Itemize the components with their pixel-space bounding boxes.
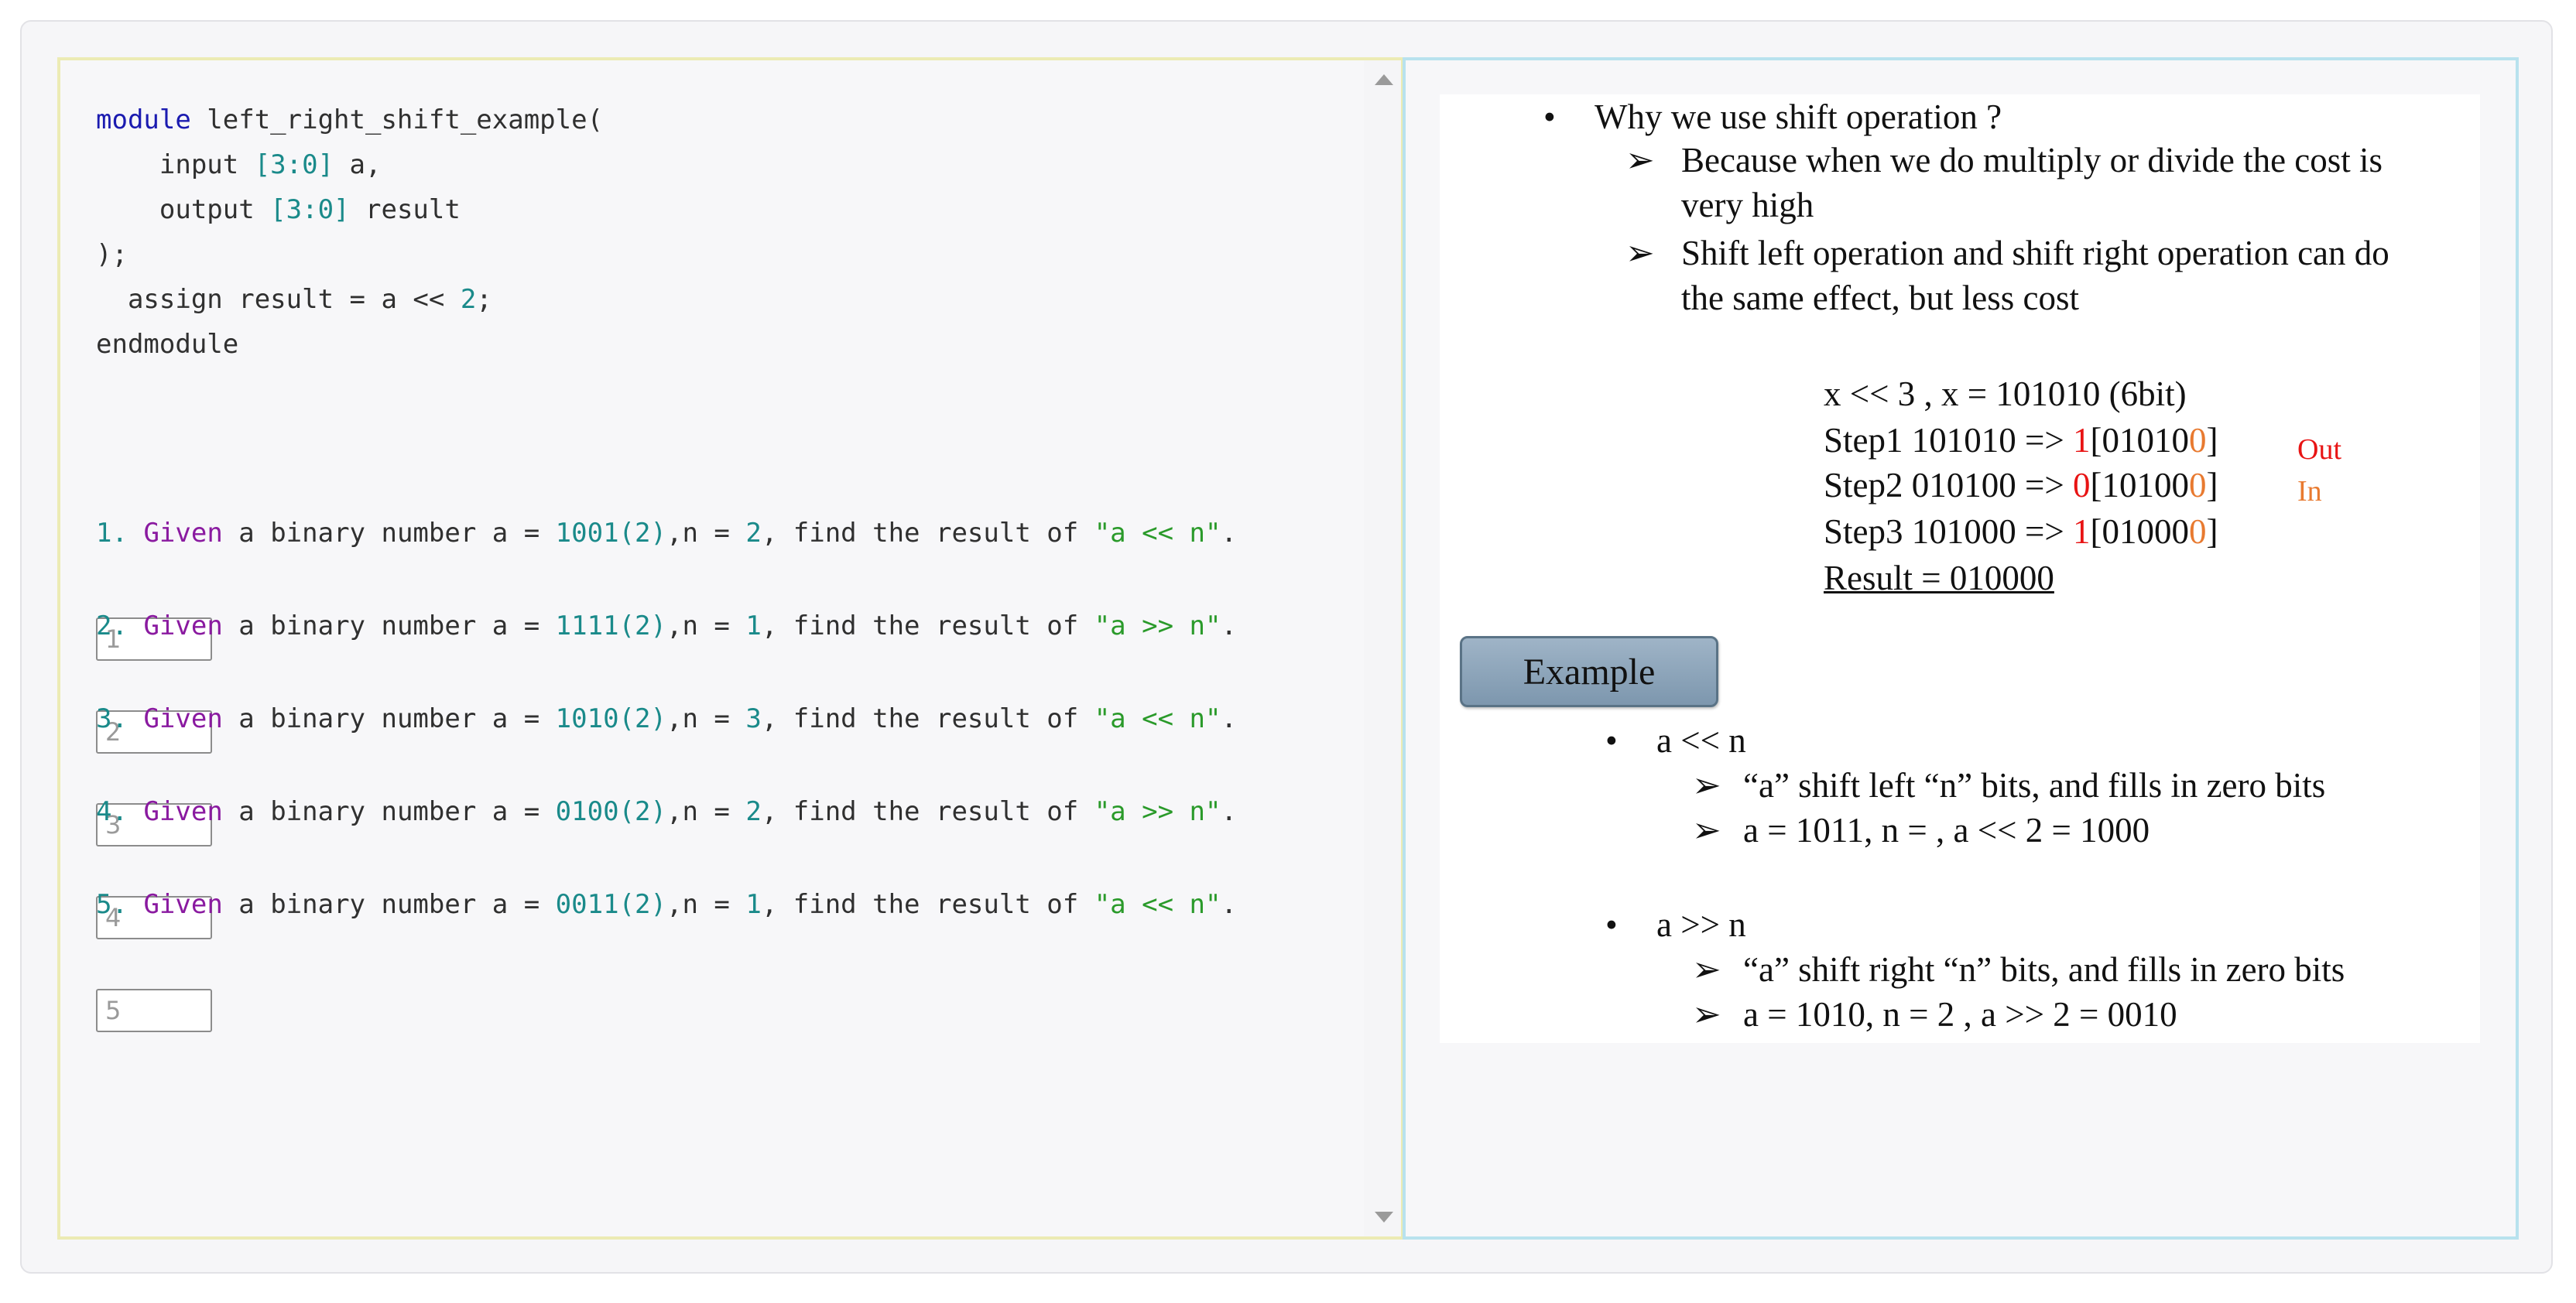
code-line: module left_right_shift_example(	[96, 104, 604, 135]
question-item: 2. Given a binary number a = 1111(2),n =…	[96, 545, 1237, 754]
bullet-icon: •	[1605, 905, 1618, 944]
question-text: 3. Given a binary number a = 1010(2),n =…	[96, 703, 1237, 734]
question-text: 4. Given a binary number a = 0100(2),n =…	[96, 796, 1237, 827]
answer-input-4[interactable]: 4	[96, 896, 212, 939]
step2-line: Step2 010100 => 0[101000]	[1824, 466, 2218, 504]
slide-heading: Why we use shift operation ?	[1595, 97, 2002, 136]
arrow-bullet-icon: ➢	[1625, 141, 1655, 180]
example-x-line: x << 3 , x = 101010 (6bit)	[1824, 374, 2187, 413]
code-line: output [3:0] result	[96, 194, 461, 225]
because-text-2: very high	[1681, 186, 1814, 224]
question-item: 5. Given a binary number a = 0011(2),n =…	[96, 823, 1237, 1032]
arrow-bullet-icon: ➢	[1625, 234, 1655, 272]
shift-operation-slide: • Why we use shift operation ? ➢ Because…	[1440, 94, 2480, 1043]
answer-input-5[interactable]: 5	[96, 989, 212, 1032]
verilog-code-block: module left_right_shift_example( input […	[96, 97, 603, 367]
answer-input-1[interactable]: 1	[96, 617, 212, 661]
bullet-icon: •	[1543, 97, 1556, 136]
question-text: 1. Given a binary number a = 1001(2),n =…	[96, 518, 1237, 549]
scroll-up-arrow-icon[interactable]	[1375, 74, 1393, 85]
example-button: Example	[1460, 636, 1718, 707]
arrow-bullet-icon: ➢	[1692, 811, 1721, 850]
scroll-down-arrow-icon[interactable]	[1375, 1212, 1393, 1223]
answer-input-2[interactable]: 2	[96, 710, 212, 754]
code-editor-pane[interactable]	[57, 57, 1404, 1240]
because-text-1: Because when we do multiply or divide th…	[1681, 141, 2383, 180]
question-list: 1. Given a binary number a = 1001(2),n =…	[96, 452, 1237, 1032]
shift-text-1: Shift left operation and shift right ope…	[1681, 234, 2389, 272]
vertical-scrollbar[interactable]	[1364, 60, 1401, 1236]
result-line: Result = 010000	[1824, 559, 2054, 597]
step3-line: Step3 101000 => 1[010000]	[1824, 512, 2218, 551]
left-shift-operator: a << n	[1656, 721, 1746, 760]
question-item: 1. Given a binary number a = 1001(2),n =…	[96, 452, 1237, 661]
left-shift-description: “a” shift left “n” bits, and fills in ze…	[1743, 766, 2326, 805]
right-shift-example: a = 1010, n = 2 , a >> 2 = 0010	[1743, 995, 2177, 1034]
left-shift-example: a = 1011, n = , a << 2 = 1000	[1743, 811, 2150, 850]
question-item: 4. Given a binary number a = 0100(2),n =…	[96, 730, 1237, 939]
arrow-bullet-icon: ➢	[1692, 766, 1721, 805]
step1-line: Step1 101010 => 1[010100]	[1824, 421, 2218, 460]
out-label: Out	[2297, 433, 2341, 466]
arrow-bullet-icon: ➢	[1692, 950, 1721, 989]
code-line: );	[96, 239, 128, 270]
shift-text-2: the same effect, but less cost	[1681, 279, 2080, 317]
code-line: input [3:0] a,	[96, 149, 382, 180]
in-label: In	[2297, 475, 2322, 508]
arrow-bullet-icon: ➢	[1692, 995, 1721, 1034]
bullet-icon: •	[1605, 721, 1618, 760]
right-shift-description: “a” shift right “n” bits, and fills in z…	[1743, 950, 2345, 989]
code-line: endmodule	[96, 329, 239, 360]
code-line: assign result = a << 2;	[96, 284, 492, 315]
answer-input-3[interactable]: 3	[96, 803, 212, 846]
question-text: 5. Given a binary number a = 0011(2),n =…	[96, 889, 1237, 920]
question-text: 2. Given a binary number a = 1111(2),n =…	[96, 610, 1237, 641]
question-item: 3. Given a binary number a = 1010(2),n =…	[96, 638, 1237, 846]
right-shift-operator: a >> n	[1656, 905, 1746, 944]
